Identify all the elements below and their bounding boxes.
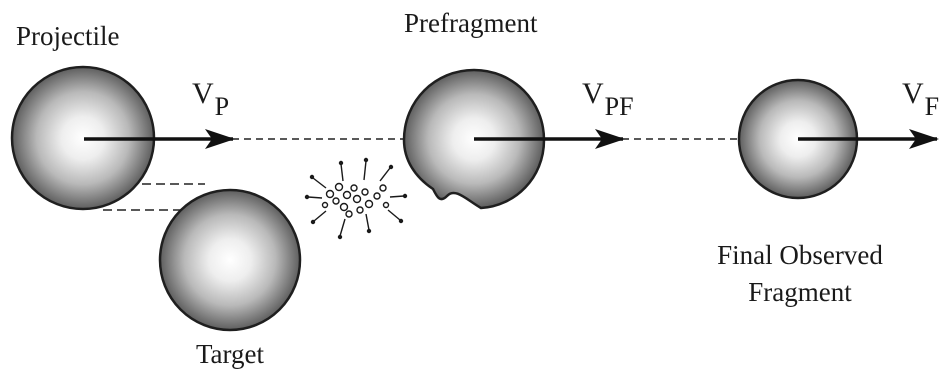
velocity-label-vp: VP — [192, 77, 229, 120]
debris-particles — [321, 182, 390, 218]
velocity-subscript: PF — [604, 92, 634, 121]
velocity-symbol: V — [902, 77, 924, 110]
debris-ray-tips — [304, 157, 408, 240]
debris-burst — [304, 157, 408, 240]
debris-rays — [307, 160, 405, 237]
velocity-label-vf: VF — [902, 77, 939, 120]
velocity-label-vpf: VPF — [582, 77, 634, 120]
velocity-symbol: V — [192, 77, 214, 110]
target-label: Target — [195, 339, 265, 369]
final-fragment-label-line2: Fragment — [748, 277, 852, 307]
velocity-subscript: F — [924, 92, 939, 121]
velocity-subscript: P — [214, 92, 230, 121]
target-sphere — [158, 188, 302, 332]
prefragment-label: Prefragment — [404, 8, 538, 38]
final-fragment-label-line1: Final Observed — [717, 240, 883, 270]
projectile-label: Projectile — [16, 21, 120, 51]
velocity-symbol: V — [582, 77, 604, 110]
